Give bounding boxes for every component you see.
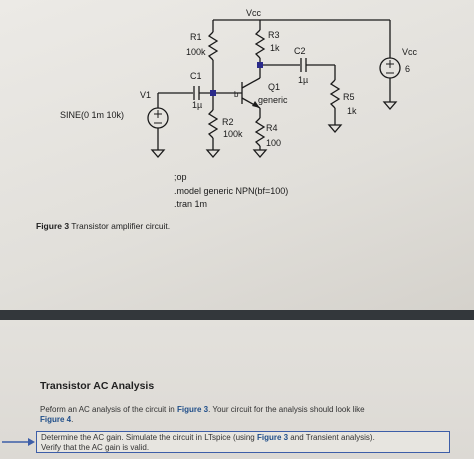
base-node-label: b bbox=[234, 90, 239, 99]
r3-resistor bbox=[254, 29, 266, 59]
task-figure-3-link[interactable]: Figure 3 bbox=[256, 433, 289, 442]
figure-4-link[interactable]: Figure 4 bbox=[40, 415, 72, 424]
r5-value: 1k bbox=[347, 106, 357, 116]
r5-resistor bbox=[329, 79, 341, 109]
c1-name: C1 bbox=[190, 71, 202, 81]
q1-name: Q1 bbox=[268, 82, 280, 92]
figure-caption: Figure 3 Transistor amplifier circuit. bbox=[36, 221, 170, 231]
figure-label: Figure 3 bbox=[36, 221, 70, 231]
r5-name: R5 bbox=[343, 92, 355, 102]
vcc-top-label: Vcc bbox=[246, 8, 262, 18]
r1-value: 100k bbox=[186, 47, 206, 57]
spice-directive-tran: .tran 1m bbox=[174, 199, 207, 209]
r3-name: R3 bbox=[268, 30, 280, 40]
c1-value: 1µ bbox=[192, 100, 202, 110]
page-divider bbox=[0, 310, 474, 320]
vcc-source-value: 6 bbox=[405, 64, 410, 74]
c2-name: C2 bbox=[294, 46, 306, 56]
r1-resistor bbox=[207, 31, 219, 61]
figure-3-link[interactable]: Figure 3 bbox=[176, 405, 209, 414]
figure-text: Transistor amplifier circuit. bbox=[71, 221, 171, 231]
r2-name: R2 bbox=[222, 117, 234, 127]
spice-directive-op: ;op bbox=[174, 172, 187, 182]
v1-value: SINE(0 1m 10k) bbox=[60, 110, 124, 120]
r4-name: R4 bbox=[266, 123, 278, 133]
spice-directive-model: .model generic NPN(bf=100) bbox=[174, 186, 288, 196]
task-text-2: and Transient analysis). bbox=[288, 433, 375, 442]
r2-resistor bbox=[207, 109, 219, 139]
task-text: Determine the AC gain. Simulate the circ… bbox=[41, 433, 257, 442]
figure-region: Vcc R1 100k R3 1k C2 1µ Vcc 6 C1 1µ V1 S… bbox=[0, 0, 474, 310]
para-text: Peform an AC analysis of the circuit in bbox=[40, 405, 177, 414]
r2-value: 100k bbox=[223, 129, 243, 139]
r4-value: 100 bbox=[266, 138, 281, 148]
r1-name: R1 bbox=[190, 32, 202, 42]
task-line-2: Verify that the AC gain is valid. bbox=[41, 443, 150, 452]
text-region: Transistor AC Analysis Peform an AC anal… bbox=[0, 320, 474, 459]
r3-value: 1k bbox=[270, 43, 280, 53]
instructions-paragraph: Peform an AC analysis of the circuit in … bbox=[40, 405, 440, 425]
para-end: . bbox=[71, 415, 74, 424]
circuit-schematic: Vcc R1 100k R3 1k C2 1µ Vcc 6 C1 1µ V1 S… bbox=[60, 8, 418, 209]
v1-name: V1 bbox=[140, 90, 151, 100]
c2-value: 1µ bbox=[298, 75, 308, 85]
r4-resistor bbox=[254, 117, 266, 147]
task-box: Determine the AC gain. Simulate the circ… bbox=[36, 431, 450, 453]
vcc-source-name: Vcc bbox=[402, 47, 418, 57]
section-title: Transistor AC Analysis bbox=[40, 380, 155, 392]
arrow-indicator-icon bbox=[2, 438, 35, 446]
para-text-2: . Your circuit for the analysis should l… bbox=[208, 405, 365, 414]
q1-model: generic bbox=[258, 95, 288, 105]
